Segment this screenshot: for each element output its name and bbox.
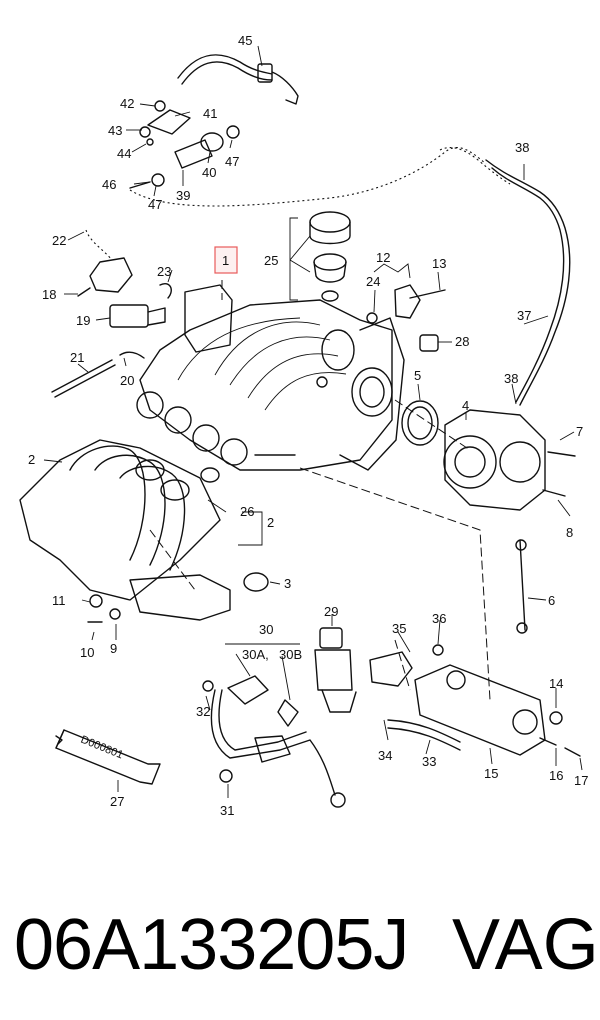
callout-44: 44 <box>117 146 131 161</box>
callout-1: 1 <box>222 253 229 268</box>
callout-3: 3 <box>284 576 291 591</box>
callout-17: 17 <box>574 773 588 788</box>
callout-18: 18 <box>42 287 56 302</box>
callout-2-right: 2 <box>267 515 274 530</box>
callout-42: 42 <box>120 96 134 111</box>
leader-lines <box>43 45 583 798</box>
callout-37: 37 <box>517 308 531 323</box>
callout-38-top: 38 <box>515 140 529 155</box>
callout-41: 41 <box>203 106 217 121</box>
callout-46: 46 <box>102 177 116 192</box>
callout-23: 23 <box>157 264 171 279</box>
connection-lines <box>149 280 491 701</box>
callout-7: 7 <box>576 424 583 439</box>
callout-16: 16 <box>549 768 563 783</box>
callout-9: 9 <box>110 641 117 656</box>
egr-pipe-30 <box>202 675 346 808</box>
callout-24: 24 <box>366 274 380 289</box>
callout-34: 34 <box>378 748 392 763</box>
callout-4: 4 <box>462 398 469 413</box>
callout-25: 25 <box>264 253 278 268</box>
callout-29: 29 <box>324 604 338 619</box>
callout-12: 12 <box>376 250 390 265</box>
callout-2-left: 2 <box>28 452 35 467</box>
callout-labels: 1 2 2 3 4 5 6 7 8 9 10 11 12 13 14 15 16… <box>28 33 588 818</box>
callout-26: 26 <box>240 504 254 519</box>
callout-39: 39 <box>176 188 190 203</box>
callout-30b: 30B <box>279 647 302 662</box>
intake-manifold-upper <box>136 284 446 471</box>
callout-highlight-box <box>214 246 238 274</box>
callout-31: 31 <box>220 803 234 818</box>
callout-35: 35 <box>392 621 406 636</box>
callout-13: 13 <box>432 256 446 271</box>
callout-32: 32 <box>196 704 210 719</box>
intake-manifold-lower <box>19 439 269 623</box>
brand-name: VAG <box>452 905 599 985</box>
callout-43: 43 <box>108 123 122 138</box>
bracket-15 <box>414 664 581 757</box>
valve-cluster <box>129 100 240 189</box>
callout-10: 10 <box>80 645 94 660</box>
oil-filler-cap-25 <box>309 211 378 324</box>
tube-label: D000801 <box>79 734 125 762</box>
vacuum-hose-45 <box>177 54 299 105</box>
rod-21 <box>51 351 145 398</box>
callout-45: 45 <box>238 33 252 48</box>
parts-diagram: D000801 <box>19 33 588 818</box>
callout-11: 11 <box>52 593 66 608</box>
callout-47-right: 47 <box>225 154 239 169</box>
callout-40: 40 <box>202 165 216 180</box>
egr-valve-29 <box>314 627 461 751</box>
callout-28: 28 <box>455 334 469 349</box>
callout-27: 27 <box>110 794 124 809</box>
callout-15: 15 <box>484 766 498 781</box>
throttle-body-4 <box>401 400 576 634</box>
callout-36: 36 <box>432 611 446 626</box>
callout-8: 8 <box>566 525 573 540</box>
part-number: 06A133205J <box>14 905 409 985</box>
callout-19: 19 <box>76 313 90 328</box>
callout-30a: 30A, <box>242 647 269 662</box>
callout-14: 14 <box>549 676 563 691</box>
breather-hose-37 <box>129 147 571 406</box>
callout-22: 22 <box>52 233 66 248</box>
sealant-tube-27: D000801 <box>55 729 161 785</box>
callout-33: 33 <box>422 754 436 769</box>
callout-5: 5 <box>414 368 421 383</box>
callout-6: 6 <box>548 593 555 608</box>
callout-21: 21 <box>70 350 84 365</box>
callout-20: 20 <box>120 373 134 388</box>
footer: 06A133205J VAG <box>0 890 600 1000</box>
callout-30: 30 <box>259 622 273 637</box>
solenoid-19 <box>77 229 172 328</box>
callout-38-mid: 38 <box>504 371 518 386</box>
callout-47-left: 47 <box>148 197 162 212</box>
